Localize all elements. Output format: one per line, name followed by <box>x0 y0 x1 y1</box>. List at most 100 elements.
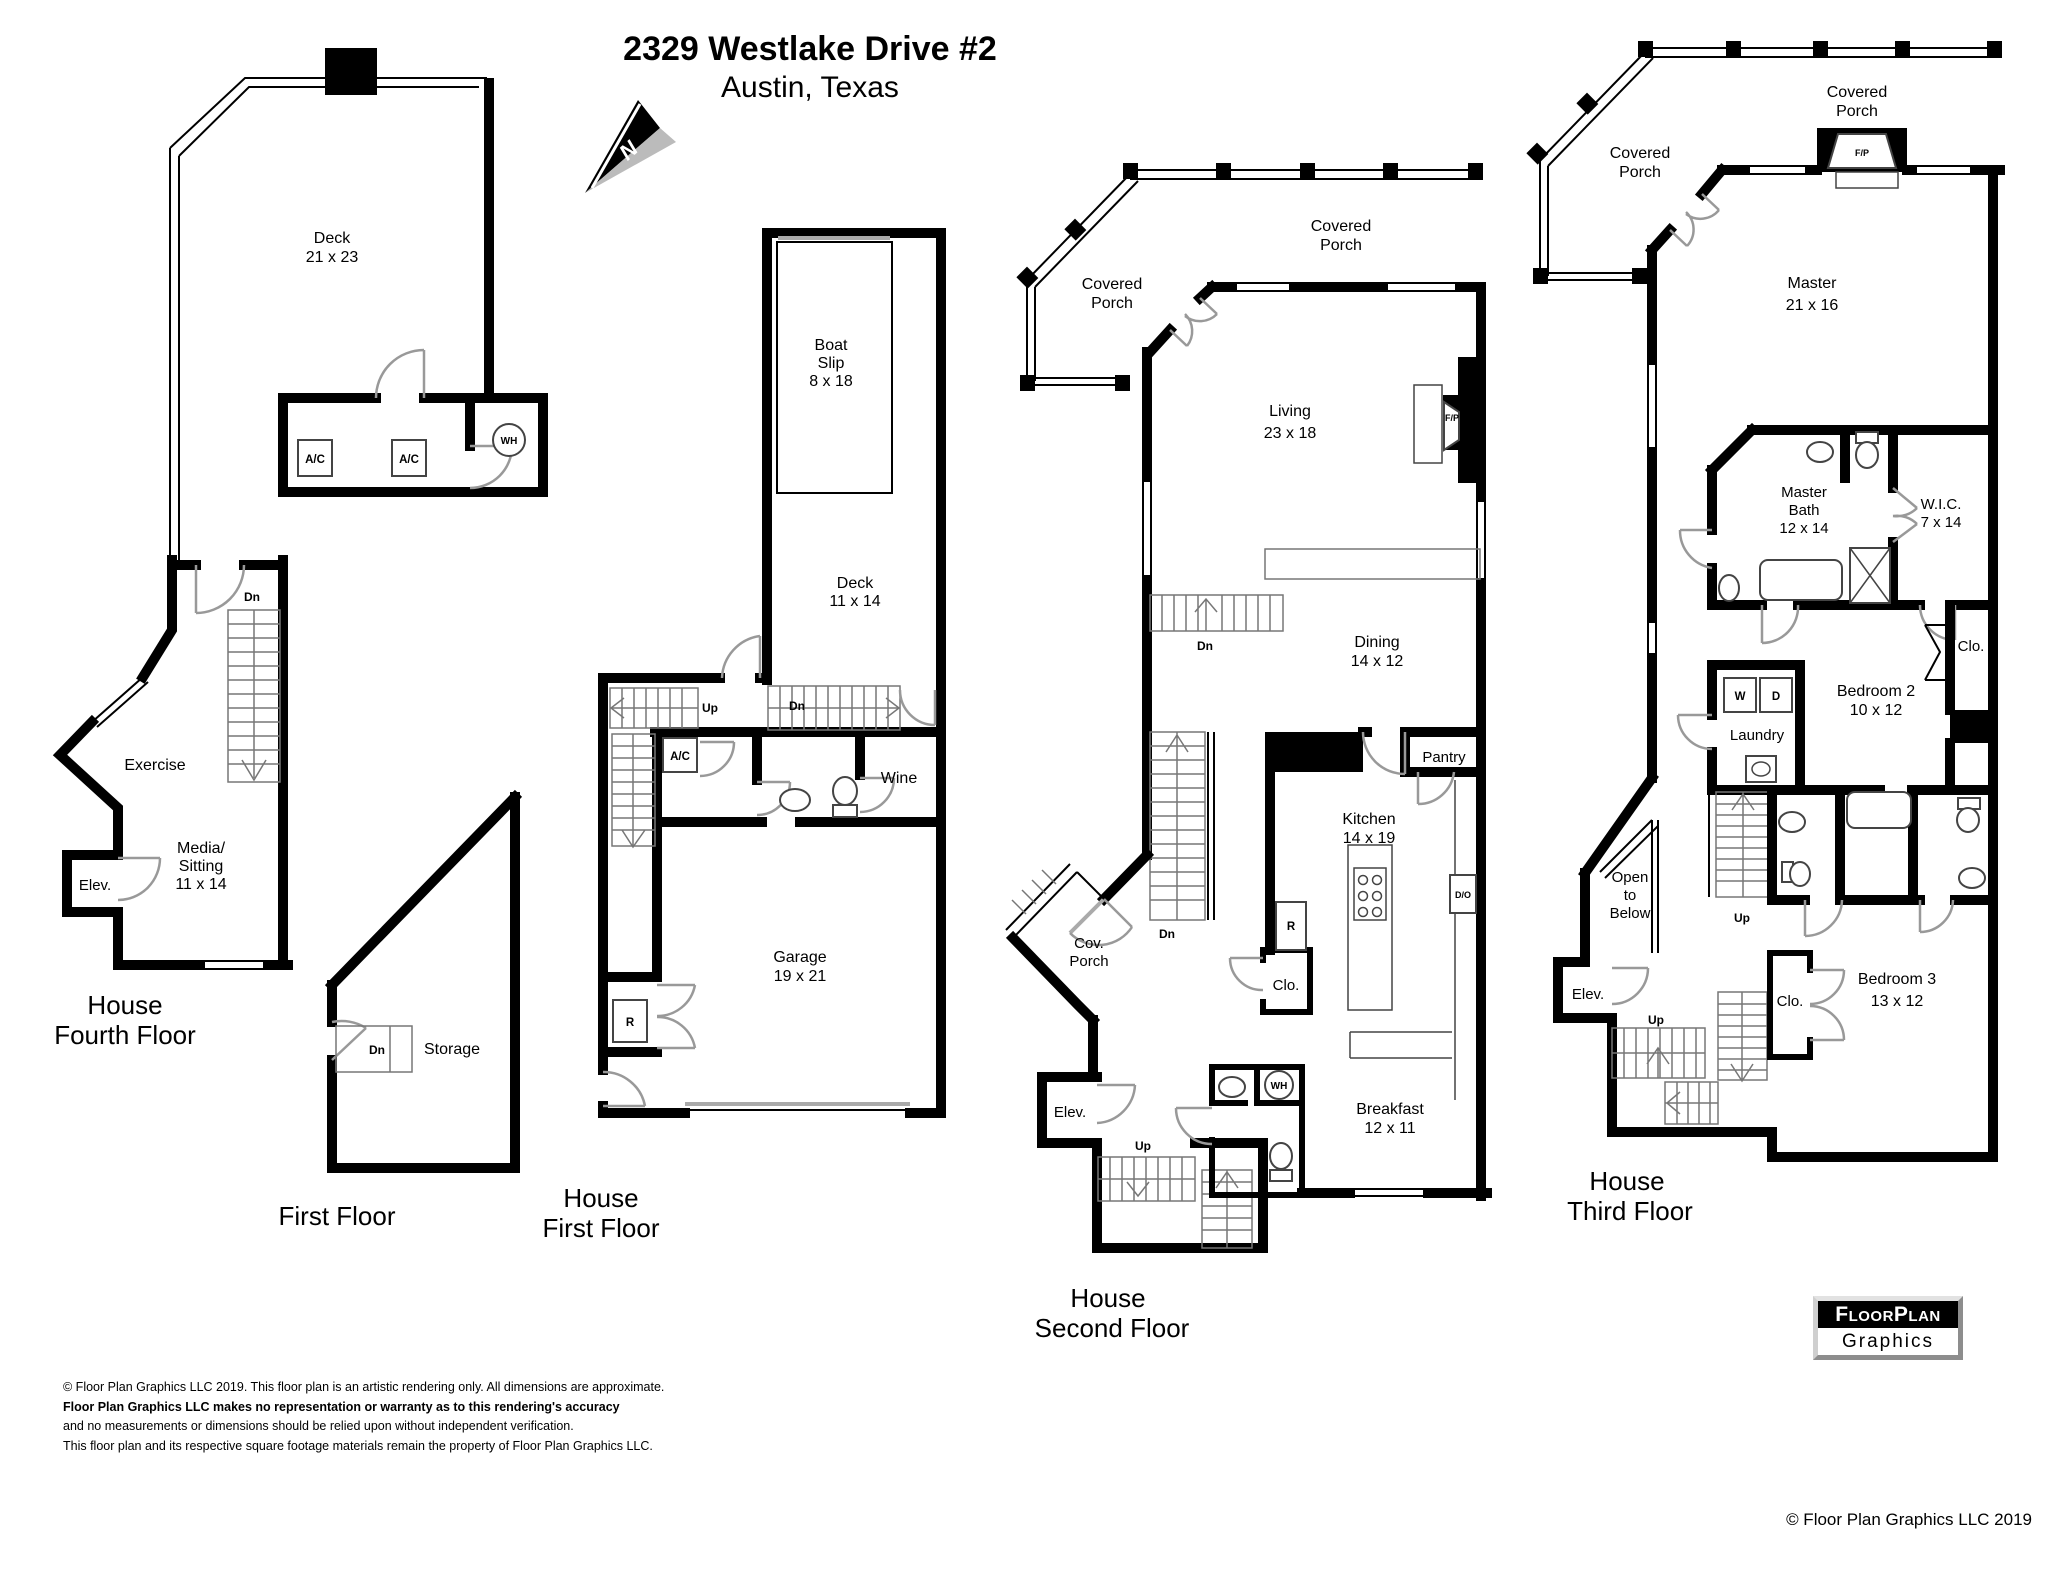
ac-label-1st: A/C <box>670 751 690 763</box>
ac-label-2: A/C <box>399 454 419 466</box>
clo-label-bed3: Clo. <box>1777 993 1804 1010</box>
room-label-laundry: Laundry <box>1730 727 1785 744</box>
porch-label-3rd-tr2: Porch <box>1836 103 1878 120</box>
elev-label-2nd: Elev. <box>1054 1104 1086 1121</box>
floorplan-graphics-logo: FloorPlan Graphics <box>1813 1296 1963 1360</box>
floor-title-4th-line1: House <box>87 990 162 1020</box>
logo-line2: Graphics <box>1841 1331 1935 1352</box>
floor-title-2nd-line2: Second Floor <box>1035 1313 1190 1343</box>
room-dims-breakfast: 12 x 11 <box>1364 1120 1415 1137</box>
room-label-covporch1: Cov. <box>1074 935 1104 952</box>
page-subtitle: Austin, Texas <box>721 71 899 104</box>
room-dims-media: 11 x 14 <box>175 876 226 893</box>
room-label-master: Master <box>1788 275 1838 292</box>
do-label-2nd: D/O <box>1455 890 1471 900</box>
room-label-covporch2: Porch <box>1069 953 1108 970</box>
room-label-boat1: Boat <box>815 337 848 354</box>
room-dims-living: 23 x 18 <box>1264 425 1317 442</box>
room-label-boat2: Slip <box>818 355 845 372</box>
floor-plan-storage: Dn Storage First Floor <box>279 789 523 1231</box>
floor-plan-second: F/P Living 23 x 18 Dining 14 x 12 Dn Dn … <box>1005 163 1492 1343</box>
room-label-living: Living <box>1269 403 1311 420</box>
porch-label-2nd-tl2: Porch <box>1091 295 1133 312</box>
room-label-wine: Wine <box>881 770 918 787</box>
floor-title-2nd-line1: House <box>1070 1283 1145 1313</box>
room-label-deck4: Deck <box>314 230 351 247</box>
floor-plan-first: Boat Slip 8 x 18 Deck 11 x 14 Up Dn <box>543 228 946 1243</box>
dn-label-4th: Dn <box>244 590 260 604</box>
ac-label-1: A/C <box>305 454 325 466</box>
logo-line1: FloorPlan <box>1818 1301 1958 1328</box>
north-arrow-icon: N <box>585 100 676 193</box>
up-label-3rd-b: Up <box>1648 1013 1664 1027</box>
elev-label-4th: Elev. <box>79 877 111 894</box>
r-label-1st: R <box>626 1017 635 1029</box>
open-below-3: Below <box>1610 905 1651 922</box>
room-dims-mbath: 12 x 14 <box>1779 520 1828 537</box>
room-label-media1: Media/ <box>177 840 226 857</box>
room-label-mbath1: Master <box>1781 484 1827 501</box>
elev-label-3rd: Elev. <box>1572 986 1604 1003</box>
floor-title-3rd-line1: House <box>1589 1166 1664 1196</box>
room-label-dining: Dining <box>1354 634 1399 651</box>
room-label-breakfast: Breakfast <box>1356 1101 1424 1118</box>
porch-label-2nd-tr2: Porch <box>1320 237 1362 254</box>
clo-label-bed2: Clo. <box>1958 638 1985 655</box>
floor-title-1st-line1: House <box>563 1183 638 1213</box>
room-label-bed2: Bedroom 2 <box>1837 683 1915 700</box>
chimney <box>325 48 377 95</box>
room-dims-garage: 19 x 21 <box>774 968 827 985</box>
room-dims-bed2: 10 x 12 <box>1850 702 1903 719</box>
room-label-wic: W.I.C. <box>1921 496 1962 513</box>
up-label-2nd: Up <box>1135 1139 1151 1153</box>
room-dims-deck1: 11 x 14 <box>829 593 880 610</box>
room-dims-boat: 8 x 18 <box>809 373 853 390</box>
room-label-media2: Sitting <box>179 858 223 875</box>
room-dims-wic: 7 x 14 <box>1921 514 1962 531</box>
room-label-bed3: Bedroom 3 <box>1858 971 1936 988</box>
up-label-1st: Up <box>702 701 718 715</box>
fp-label-2nd: F/P <box>1445 413 1459 423</box>
porch-label-2nd-tr1: Covered <box>1311 218 1371 235</box>
dn-label-2nd-b: Dn <box>1159 927 1175 941</box>
room-label-deck1: Deck <box>837 575 874 592</box>
room-dims-dining: 14 x 12 <box>1351 653 1404 670</box>
disclaimer-line3: and no measurements or dimensions should… <box>63 1419 574 1433</box>
page-title: 2329 Westlake Drive #2 <box>623 30 997 68</box>
floor-plan-fourth: Deck 21 x 23 A/C A/C WH Dn Exercise Medi… <box>52 48 548 1050</box>
room-label-exercise: Exercise <box>124 757 185 774</box>
dn-label-2nd-a: Dn <box>1197 639 1213 653</box>
clo-label-2nd: Clo. <box>1273 977 1300 994</box>
open-below-1: Open <box>1612 869 1649 886</box>
dn-label-storage: Dn <box>369 1043 385 1057</box>
room-label-pantry: Pantry <box>1422 749 1466 766</box>
open-below-2: to <box>1624 887 1637 904</box>
porch-label-2nd-tl1: Covered <box>1082 276 1142 293</box>
fp-label-3rd: F/P <box>1855 148 1869 158</box>
porch-label-3rd-tl2: Porch <box>1619 164 1661 181</box>
room-label-storage: Storage <box>424 1041 480 1058</box>
room-dims-deck4: 21 x 23 <box>306 249 359 266</box>
disclaimer-line2: Floor Plan Graphics LLC makes no represe… <box>63 1399 620 1414</box>
floor-title-3rd-line2: Third Floor <box>1567 1196 1693 1226</box>
room-label-kitchen: Kitchen <box>1342 811 1395 828</box>
wh-label-2nd: WH <box>1271 1081 1288 1092</box>
dn-label-1st: Dn <box>789 699 805 713</box>
porch-label-3rd-tl1: Covered <box>1610 145 1670 162</box>
room-label-garage: Garage <box>773 949 826 966</box>
floor-title-4th-line2: Fourth Floor <box>54 1020 196 1050</box>
room-label-mbath2: Bath <box>1789 502 1820 519</box>
washer-label: W <box>1735 691 1746 703</box>
room-dims-bed3: 13 x 12 <box>1871 993 1924 1010</box>
up-label-3rd-a: Up <box>1734 911 1750 925</box>
porch-label-3rd-tr1: Covered <box>1827 84 1887 101</box>
floor-plan-third: F/P Master 21 x 16 Ma <box>1526 41 2005 1226</box>
room-dims-kitchen: 14 x 19 <box>1343 830 1396 847</box>
r-label-2nd: R <box>1287 921 1296 933</box>
dryer-label: D <box>1772 691 1780 703</box>
disclaimer-line1: © Floor Plan Graphics LLC 2019. This flo… <box>63 1380 665 1394</box>
floor-title-1st-line2: First Floor <box>543 1213 660 1243</box>
room-dims-master: 21 x 16 <box>1786 297 1839 314</box>
